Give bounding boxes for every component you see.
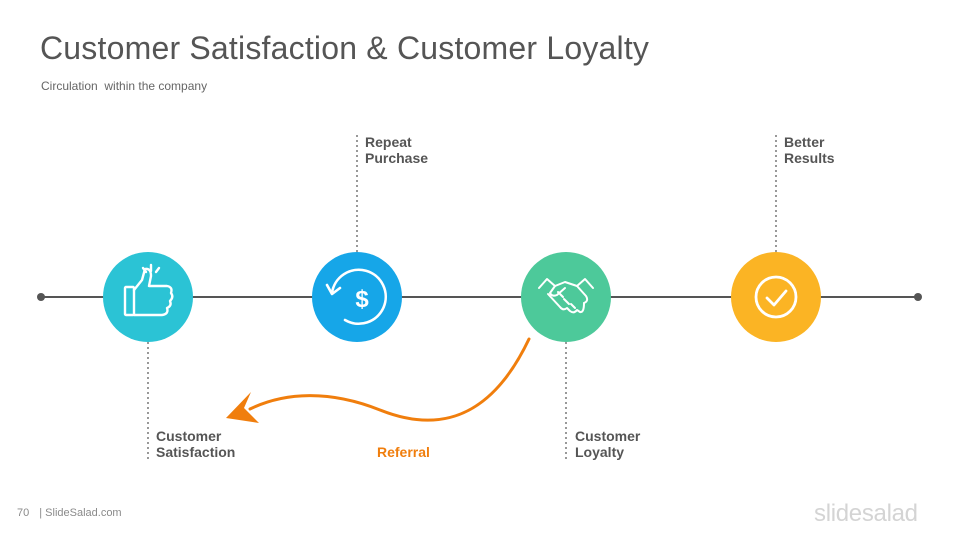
label-loyalty-line2: Loyalty — [575, 444, 625, 460]
node-results-circle — [731, 252, 821, 342]
timeline-end-dot — [914, 293, 922, 301]
label-repeat-line1: Repeat — [365, 134, 412, 150]
page-number: 70 — [17, 507, 30, 519]
label-satisfaction-line2: Satisfaction — [156, 444, 236, 460]
label-repeat-purchase: Repeat Purchase — [365, 134, 428, 166]
label-results-line1: Better — [784, 134, 825, 150]
node-loyalty-circle — [521, 252, 611, 342]
label-satisfaction-line1: Customer — [156, 428, 222, 444]
thumbs-up-icon — [123, 263, 174, 317]
label-customer-loyalty: Customer Loyalty — [575, 428, 640, 460]
node-satisfaction-circle — [103, 252, 193, 342]
referral-label: Referral — [377, 444, 430, 460]
footer-site: | SlideSalad.com — [39, 507, 122, 519]
timeline-start-dot — [37, 293, 45, 301]
slide-title: Customer Satisfaction & Customer Loyalty — [40, 30, 650, 66]
dollar-cycle-icon: $ — [325, 268, 388, 326]
label-repeat-line2: Purchase — [365, 150, 429, 166]
label-results-line2: Results — [784, 150, 835, 166]
referral-arrow — [226, 337, 531, 423]
label-customer-satisfaction: Customer Satisfaction — [156, 428, 235, 460]
handshake-icon — [538, 278, 594, 314]
node-repeat-circle — [312, 252, 402, 342]
label-better-results: Better Results — [784, 134, 835, 166]
footer: 70 | SlideSalad.com — [17, 507, 122, 519]
label-loyalty-line1: Customer — [575, 428, 641, 444]
checkmark-icon — [754, 275, 798, 319]
svg-text:$: $ — [355, 286, 369, 313]
slidesalad-logo: slidesalad — [814, 500, 918, 527]
slide-subtitle: Circulation within the company — [41, 79, 208, 93]
